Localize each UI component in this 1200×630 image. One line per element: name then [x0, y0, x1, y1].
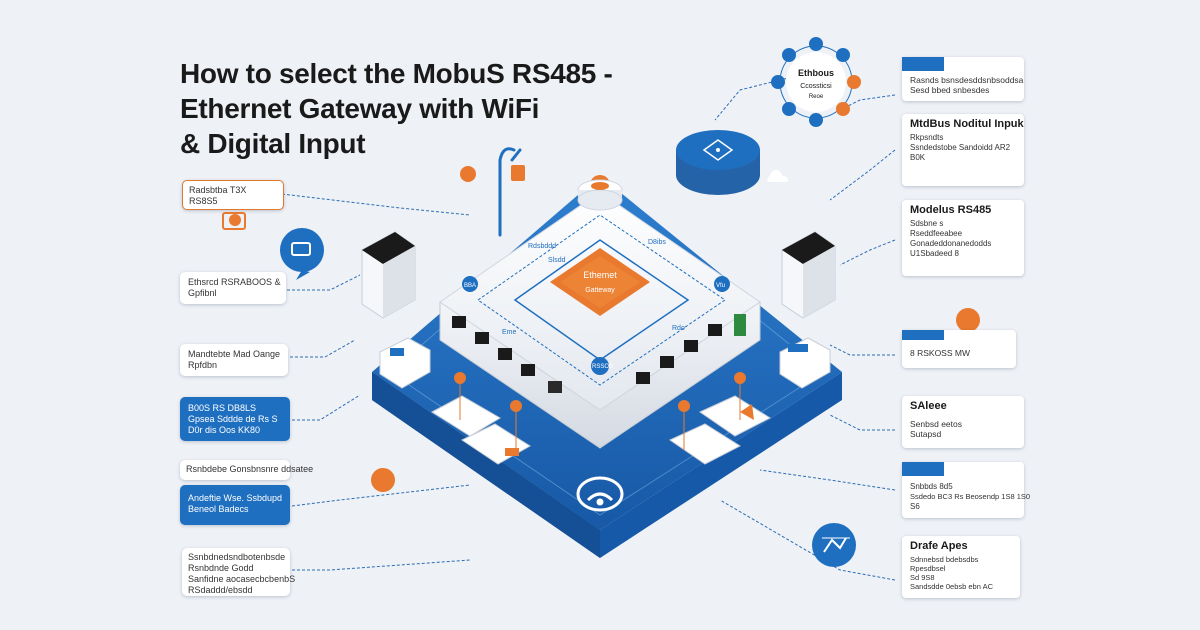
callout-text: Gonadeddonanedodds: [910, 239, 992, 248]
hub-sublabel: Ccossticsi: [800, 83, 832, 90]
callout-text: Gpsea Sddde de Rs S: [188, 414, 278, 424]
device-side-label: RSSOS: [592, 364, 613, 370]
left-callout-card: Rsnbdebe Gonsbnsnre ddsatee: [180, 460, 314, 480]
ethernet-port-icon: [452, 316, 562, 393]
right-callout-card: SAleee Senbsd eetos Sutapsd: [902, 396, 1024, 448]
callout-text: Ethsrcd RSRABOOS &: [188, 277, 281, 287]
module-cube-left: [361, 231, 416, 319]
callout-text: Snbbds 8d5: [910, 482, 953, 491]
callout-text: Ssndedstobe Sandoidd AR2: [910, 143, 1011, 152]
left-callout-card: Ethsrcd RSRABOOS & Gpfibnl: [180, 272, 286, 304]
hub-sublabel-2: Reoe: [809, 94, 824, 100]
callout-text: Andeftie Wse. Ssbdupd: [188, 493, 283, 503]
left-callout-card: B00S RS DB8LS Gpsea Sddde de Rs S D0r di…: [180, 397, 290, 441]
gateway-box: [439, 147, 761, 449]
callout-text: Rpesdbsel: [910, 564, 946, 573]
gateway-center-label: Ethemet: [583, 270, 617, 280]
title-line-2: Ethernet Gateway with WiFi: [180, 93, 540, 124]
callout-text: Rsnbdebe Gonsbnsnre ddsatee: [186, 464, 314, 474]
callout-text: Sdsbne s: [910, 219, 944, 228]
callout-text: Rseddfeeabee: [910, 229, 963, 238]
right-callout-card: MtdBus Noditul Inpuk Rkpsndts Ssndedstob…: [902, 114, 1024, 186]
callout-text: U1Sbadeed 8: [910, 249, 959, 258]
cloud-icon: [676, 130, 789, 195]
io-device-right: [668, 337, 831, 465]
right-callout-card: Rasnds bsnsdesddsnbsoddsa Sesd bbed snbe…: [902, 57, 1024, 101]
left-callout-card: Andeftie Wse. Ssbdupd Beneol Badecs: [180, 485, 290, 525]
right-callout-card: Modelus RS485 Sdsbne s Rseddfeeabee Gona…: [902, 200, 1024, 276]
card-tab: [902, 57, 944, 71]
right-callout-card: Drafe Apes Sdnnebsd bdebsdbs Rpesdbsel S…: [902, 536, 1020, 598]
signal-icon: [812, 523, 856, 567]
callout-text: Rasnds bsnsdesddsnbsoddsa: [910, 75, 1024, 85]
device-side-label: Rdsbddd: [528, 243, 556, 250]
callout-text: Ssnbdnedsndbotenbsde: [188, 552, 286, 562]
card-heading: MtdBus Noditul Inpuk: [910, 118, 1024, 130]
callout-text: RS8S5: [189, 196, 218, 206]
antenna-icon: [498, 147, 522, 237]
gateway-center-sublabel: Gatteway: [585, 287, 615, 294]
callout-text: Rpfdbn: [188, 360, 218, 370]
module-cube-right: [781, 231, 836, 319]
callout-text: Gpfibnl: [188, 288, 217, 298]
callout-text: Ssdedo BC3 Rs Beosendp 1S8 1S0: [910, 492, 1031, 501]
card-tab: [902, 330, 944, 340]
callout-text: S6: [910, 502, 920, 511]
card-heading: Drafe Apes: [910, 540, 968, 552]
callout-text: Mandtebte Mad Oange: [188, 349, 281, 359]
hub-label: Ethbous: [798, 68, 834, 78]
callout-text: Sd 9S8: [910, 573, 935, 582]
left-callout-card: Ssnbdnedsndbotenbsde Rsnbdnde Godd Sanfi…: [182, 548, 296, 596]
callout-text: 8 RSKOSS MW: [910, 348, 970, 358]
hub-diagram: [771, 37, 861, 127]
callout-text: Senbsd eetos: [910, 419, 962, 429]
callout-text: Sutapsd: [910, 429, 942, 439]
card-heading: Modelus RS485: [910, 204, 992, 216]
device-side-label: D8ibs: [648, 239, 666, 246]
callout-text: Radsbtba T3X: [189, 185, 247, 195]
device-side-label: Slsdd: [548, 257, 566, 264]
plug-icon: [222, 212, 246, 230]
callout-text: Rkpsndts: [910, 133, 944, 142]
left-callout-card: Radsbtba T3X RS8S5: [182, 180, 284, 210]
callout-text: Sandsdde 0ebsb ebn AC: [910, 582, 993, 591]
callout-text: B00S RS DB8LS: [188, 403, 257, 413]
page-title: How to select the MobuS RS485 - Ethernet…: [180, 56, 700, 161]
callout-text: Sesd bbed snbesdes: [910, 85, 990, 95]
callout-text: B0K: [910, 153, 926, 162]
title-line-3: & Digital Input: [180, 128, 366, 159]
device-side-label: Rdo: [672, 325, 685, 332]
callout-text: Sdnnebsd bdebsdbs: [910, 555, 979, 564]
right-callout-card: 8 RSKOSS MW: [902, 330, 1016, 368]
callout-text: D0r dis Oos KK80: [188, 425, 261, 435]
network-icon: [280, 228, 324, 280]
device-side-label: BBA: [464, 283, 476, 289]
wifi-icon: [576, 476, 624, 512]
card-heading: SAleee: [910, 400, 947, 412]
io-device-left: [379, 337, 531, 465]
callout-text: RSdaddd/ebsdd: [188, 585, 253, 595]
card-tab: [902, 462, 944, 476]
pin-markers: [229, 166, 980, 492]
device-side-label: Vfu: [716, 283, 725, 289]
left-callout-card: Mandtebte Mad Oange Rpfdbn: [180, 344, 288, 376]
callout-text: Beneol Badecs: [188, 504, 249, 514]
title-line-1: How to select the MobuS RS485 -: [180, 58, 613, 89]
right-callout-card: Snbbds 8d5 Ssdedo BC3 Rs Beosendp 1S8 1S…: [902, 462, 1031, 518]
callout-text: Sanfidne aocasecbcbenbS: [188, 574, 296, 584]
device-side-label: Eme: [502, 329, 517, 336]
callout-text: Rsnbdnde Godd: [188, 563, 254, 573]
